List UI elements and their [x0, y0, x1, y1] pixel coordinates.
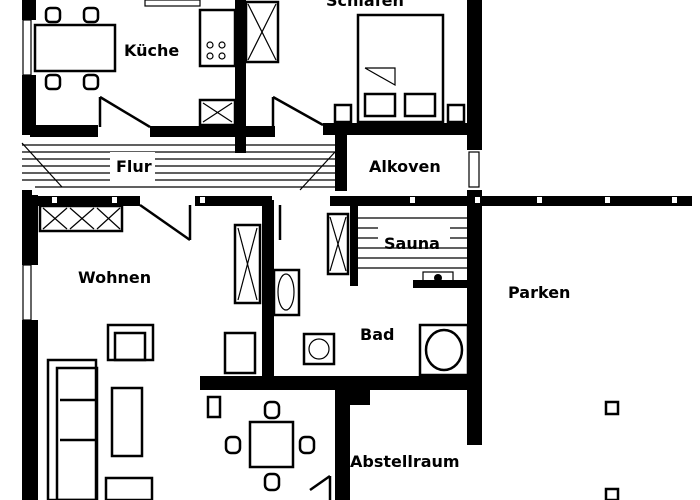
window-markers — [52, 197, 677, 203]
label-abstellraum: Abstellraum — [350, 452, 460, 471]
label-alkoven: Alkoven — [369, 157, 441, 176]
walls — [22, 0, 692, 500]
flur-stripes — [21, 142, 336, 191]
label-flur: Flur — [116, 157, 152, 176]
label-sauna: Sauna — [384, 234, 440, 253]
label-schlafen: Schlafen — [326, 0, 404, 10]
label-bad: Bad — [360, 325, 394, 344]
label-wohnen: Wohnen — [78, 268, 151, 287]
doors — [98, 95, 332, 500]
label-kueche: Küche — [124, 41, 179, 60]
label-parken: Parken — [508, 283, 570, 302]
room-labels: Schlafen Küche Flur Alkoven Wohnen Sauna… — [78, 0, 570, 471]
furniture — [33, 0, 620, 500]
